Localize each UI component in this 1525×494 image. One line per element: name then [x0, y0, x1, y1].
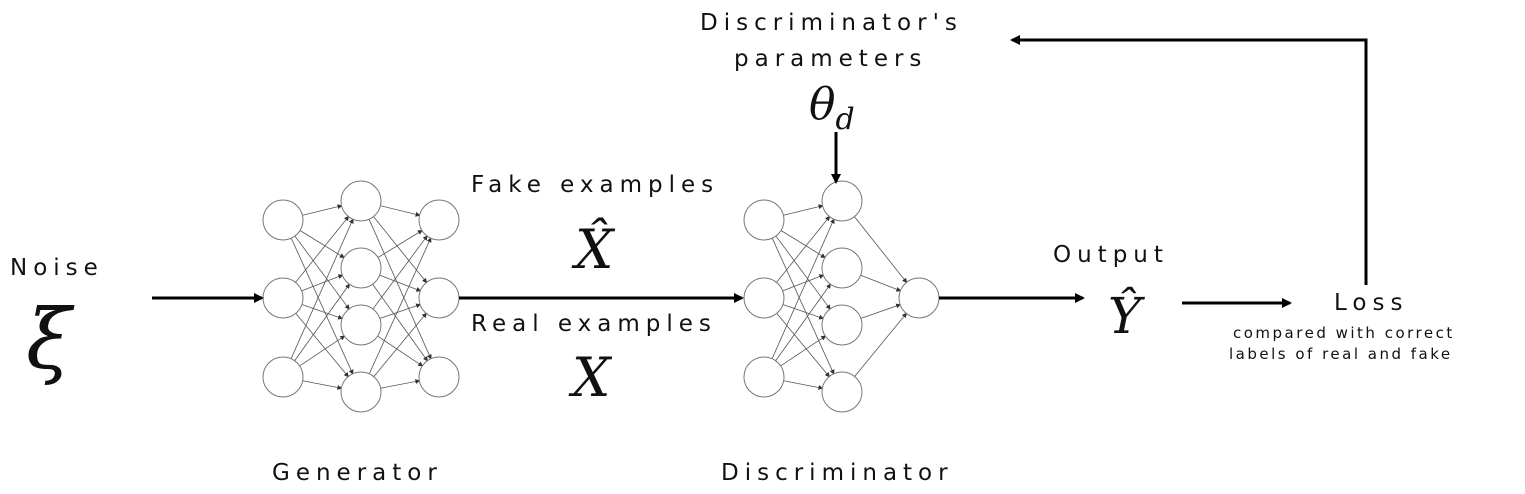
- generator-node: [418, 199, 460, 241]
- discriminator-edge: [771, 238, 835, 375]
- generator-edge: [380, 205, 421, 217]
- discriminator-parameters-line1: Discriminator's: [700, 10, 963, 36]
- discriminator-node: [821, 247, 863, 289]
- discriminator-node: [743, 277, 785, 319]
- generator-edge: [294, 283, 350, 361]
- generator-edge: [380, 379, 421, 389]
- generator-edge: [290, 218, 354, 359]
- generator-edge: [302, 204, 343, 216]
- generator-edge: [301, 304, 344, 320]
- discriminator-edge: [854, 216, 908, 284]
- generator-edge: [377, 229, 423, 258]
- real-examples-symbol: X: [572, 346, 611, 409]
- generator-label: Generator: [272, 460, 443, 486]
- generator-edge: [290, 238, 354, 375]
- discriminator-node: [821, 180, 863, 222]
- generator-edge: [373, 312, 427, 377]
- generator-edge: [295, 313, 349, 378]
- fake-examples-label: Fake examples: [471, 172, 720, 198]
- discriminator-edge: [782, 274, 825, 292]
- output-label: Output: [1053, 242, 1169, 268]
- noise-symbol: ξ: [26, 293, 72, 388]
- discriminator-edge: [771, 218, 835, 359]
- discriminator-edge: [776, 313, 830, 378]
- real-examples-label: Real examples: [471, 311, 717, 337]
- loss-label: Loss: [1334, 290, 1409, 316]
- discriminator-edge: [860, 274, 902, 292]
- generator-edge: [372, 235, 428, 310]
- output-symbol: Ŷ: [1108, 287, 1142, 345]
- loss-description-line2: labels of real and fake: [1229, 345, 1453, 363]
- fake-examples-symbol: X̂: [575, 218, 614, 281]
- generator-edge: [299, 230, 345, 259]
- generator-node: [340, 371, 382, 413]
- generator-network: [262, 180, 460, 413]
- generator-edge: [299, 335, 346, 367]
- discriminator-edge: [783, 204, 824, 216]
- generator-node: [418, 277, 460, 319]
- generator-edge: [373, 216, 428, 284]
- discriminator-network: [743, 180, 940, 413]
- generator-edge: [295, 215, 350, 283]
- theta-subscript: d: [835, 102, 855, 137]
- discriminator-label: Discriminator: [721, 460, 954, 486]
- generator-node: [262, 199, 304, 241]
- generator-edge: [379, 303, 422, 319]
- discriminator-edge: [780, 230, 826, 259]
- discriminator-edge: [776, 215, 831, 283]
- discriminator-node: [898, 277, 940, 319]
- discriminator-edge: [782, 304, 825, 320]
- generator-edge: [368, 219, 432, 360]
- noise-label: Noise: [10, 255, 104, 281]
- discriminator-edge: [775, 283, 831, 361]
- discriminator-node: [821, 371, 863, 413]
- discriminator-node: [743, 356, 785, 398]
- discriminator-parameters-line2: parameters: [734, 46, 928, 72]
- generator-edge: [368, 237, 432, 374]
- discriminator-edge: [783, 380, 824, 390]
- theta-letter: θ: [809, 79, 836, 130]
- discriminator-edge: [854, 312, 907, 377]
- discriminator-edge: [780, 335, 827, 367]
- generator-node: [262, 356, 304, 398]
- generator-node: [340, 304, 382, 346]
- generator-node: [340, 180, 382, 222]
- theta-symbol: θd: [809, 79, 855, 138]
- generator-node: [340, 247, 382, 289]
- discriminator-edge: [860, 303, 902, 319]
- loss-feedback-arrow: [1010, 35, 1368, 285]
- generator-edge: [302, 380, 343, 390]
- generator-edge: [301, 274, 344, 292]
- generator-node: [262, 277, 304, 319]
- discriminator-node: [821, 304, 863, 346]
- loss-description-line1: compared with correct: [1233, 324, 1455, 342]
- generator-edge: [377, 335, 424, 367]
- generator-edge: [379, 274, 422, 292]
- discriminator-node: [743, 199, 785, 241]
- generator-node: [418, 356, 460, 398]
